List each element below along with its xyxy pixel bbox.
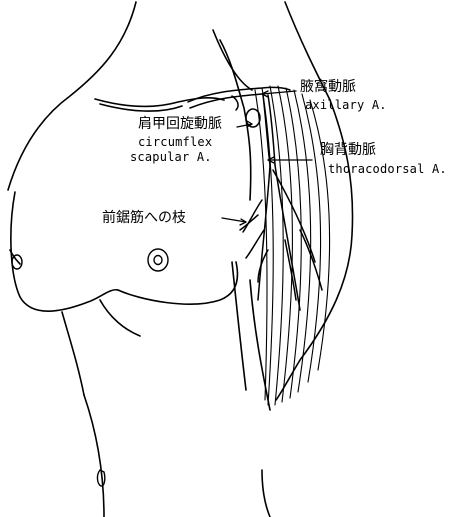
axillary-label-ja: 腋窩動脈	[300, 80, 356, 94]
serratus-branch-label: 前鋸筋への枝	[102, 211, 186, 225]
thoracodorsal-label-en: thoracodorsal A.	[328, 163, 447, 175]
circumflex-label-en-2: scapular A.	[130, 151, 212, 163]
circumflex-label-en-1: circumflex	[138, 136, 212, 148]
nipple-left	[12, 255, 22, 269]
nipple-right	[148, 249, 168, 271]
thoracodorsal-label-ja: 胸背動脈	[320, 143, 376, 157]
axillary-label-en: axillary A.	[305, 99, 387, 111]
circumflex-label-ja: 肩甲回旋動脈	[138, 117, 222, 131]
